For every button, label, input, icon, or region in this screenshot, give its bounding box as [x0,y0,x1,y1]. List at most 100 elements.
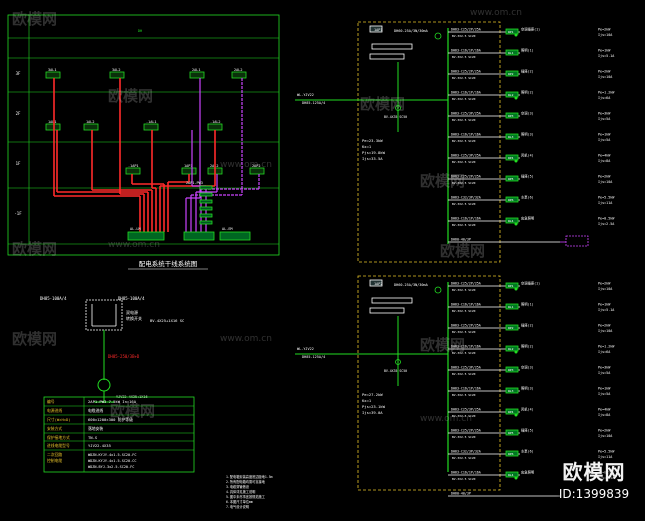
circuit-id: WP5 [508,431,514,435]
circuit-breaker: DH63-C25/2P/25A [451,175,481,179]
circuit-id: WP3 [508,114,514,118]
circuit-cable: BV-3X2.5 SC20 [452,55,476,59]
circuit-cable: BV-3X2.5 SC20 [452,435,476,439]
table-value-cell: 2AP1-PW3 7.5kW In=16A [88,399,137,404]
main-breaker-label: DH85-125A/4 [302,355,325,359]
red-label: DH85-250/3B+D [108,354,140,359]
indicator-lamp [434,286,442,294]
panel-label: 1AL1 [48,120,56,124]
meter-symbol [97,378,111,392]
circuit-breaker: DH63-C16/1P/16A [451,49,481,53]
circuit-current: Ijs=5A [598,117,610,121]
note-line: 2.所有配电箱均需可靠接地 [226,479,266,484]
circuit-breaker: DH63-C25/3P/25A [451,366,481,370]
table-value-cell: YJV22-4X35 [88,443,111,448]
table-header-cell: 进线电缆型号 [47,443,70,448]
note-line: 7.电气设计说明 [226,504,249,509]
table-header-cell: 编号 [47,399,55,404]
junction-dot [514,476,518,480]
circuit-current: Ijs=10A [598,180,612,184]
breaker-label: DH85-100A/4 [40,296,67,301]
circuit-current: Ijs=2.5A [598,476,614,480]
circuit-load: 照明(3) [521,387,534,391]
table-value-cell: 电缆进线 [88,408,103,413]
spare-device [565,235,589,247]
switch-label: 双电源 [126,309,138,315]
panel-box [143,123,159,131]
circuit-cable: BV-3X2.5 SC20 [452,372,476,376]
panel-label: 1AL2 [86,120,94,124]
junction-dot [514,350,518,354]
main-label: ZAP1-PW3 [186,181,203,185]
circuit-current: Ijs=8A [598,413,610,417]
incoming-label: WL-YJV22 [297,347,314,351]
table-value-cell: 落地安装 [88,426,103,431]
design-notes: 1.配电箱安装高度底边距地1.5m2.所有配电箱均需可靠接地3.电缆穿管敷设4.… [226,474,273,509]
circuit-load: 插座(5) [521,174,534,179]
circuit-id: WP1 [508,284,514,288]
circuit-outlet-box [505,366,519,373]
load-param: Pjs=23.1kW [362,404,386,409]
circuit-outlet-box [505,112,519,119]
circuit-load: 空调(3) [521,111,534,116]
circuit-cable: BV-3X2.5 SC20 [452,34,476,38]
circuit-id: WP1 [508,30,514,34]
circuit-id: WL2 [508,93,514,97]
cable-label: BV-4X35 SC50 [384,369,407,373]
circuit-breaker: DH63-C25/2P/25A [451,282,481,286]
ct-symbol [395,105,401,111]
incoming-label: WL-YJV22 [297,93,314,97]
circuit-load: 空调插座(1) [521,281,540,286]
circuit-breaker: DH63-C25/2P/25A [451,70,481,74]
circuit-outlet-box [505,70,519,77]
circuit-id: WP4 [508,156,514,160]
circuit-id: WP6 [508,452,514,456]
circuit-current: Ijs=6A [598,350,610,354]
circuit-current: Ijs=5.1A [598,308,614,312]
circuit-cable: BV-3X2.5 SC20 [452,456,476,460]
circuit-id: WL3 [508,389,514,393]
panel-box [181,167,197,175]
circuit-box [199,199,213,204]
circuit-load: 照明(2) [521,345,534,349]
circuit-id: WP2 [508,72,514,76]
circuit-cable: BV-3X2.5 SC20 [452,118,476,122]
circuit-breaker: DH63-C16/1P/16A [451,217,481,221]
circuit-power: Pe=1.2kW [598,345,615,349]
circuit-outlet-box [505,408,519,415]
riser-frame [7,14,280,256]
load-param: Ijs=39.0A [362,410,383,415]
junction-dot [514,413,518,417]
panel-box [83,123,99,131]
panel-box [231,71,247,79]
table-value-cell: WDZN-KYJY-4x1.5-SC20-CC [88,459,136,463]
circuit-id: WL2 [508,347,514,351]
circuit-cable: BV-3X2.5 SC20 [452,393,476,397]
table-value-cell: 600×1200×300 防护等级 [88,417,133,422]
circuit-outlet-box [505,154,519,161]
floor-label: 1F [16,161,21,166]
panel-top-text: DH60-25A/3N/30mA [394,283,429,287]
circuit-power: Pe=2kW [598,282,611,286]
indicator-lamp [434,32,442,40]
circuit-load: 照明(2) [521,91,534,95]
circuit-outlet-box [505,28,519,35]
circuit-cable: BV-3X2.5 SC20 [452,477,476,481]
circuit-breaker: DH63-C25/3P/25A [451,112,481,116]
circuit-current: Ijs=10A [598,434,612,438]
panel-box [109,71,125,79]
top-label: DH [138,29,142,33]
junction-dot [514,33,518,37]
load-param: Pe=27.2kW [362,392,383,397]
circuit-outlet-box [505,324,519,331]
circuit-load: 应急照明 [521,470,535,475]
circuit-cable: BV-3X2.5 SC20 [452,76,476,80]
circuit-box [199,192,213,197]
circuit-power: Pe=4kW [598,408,611,412]
circuit-outlet-box [505,282,519,289]
brand-name: 欧模网 [562,460,626,484]
panel-top-text: DH60-25A/3N/30mA [394,29,429,33]
note-line: 6.本图尺寸单位mm [226,499,253,504]
circuit-breaker: DH63-C16/1P/16A [451,303,481,307]
